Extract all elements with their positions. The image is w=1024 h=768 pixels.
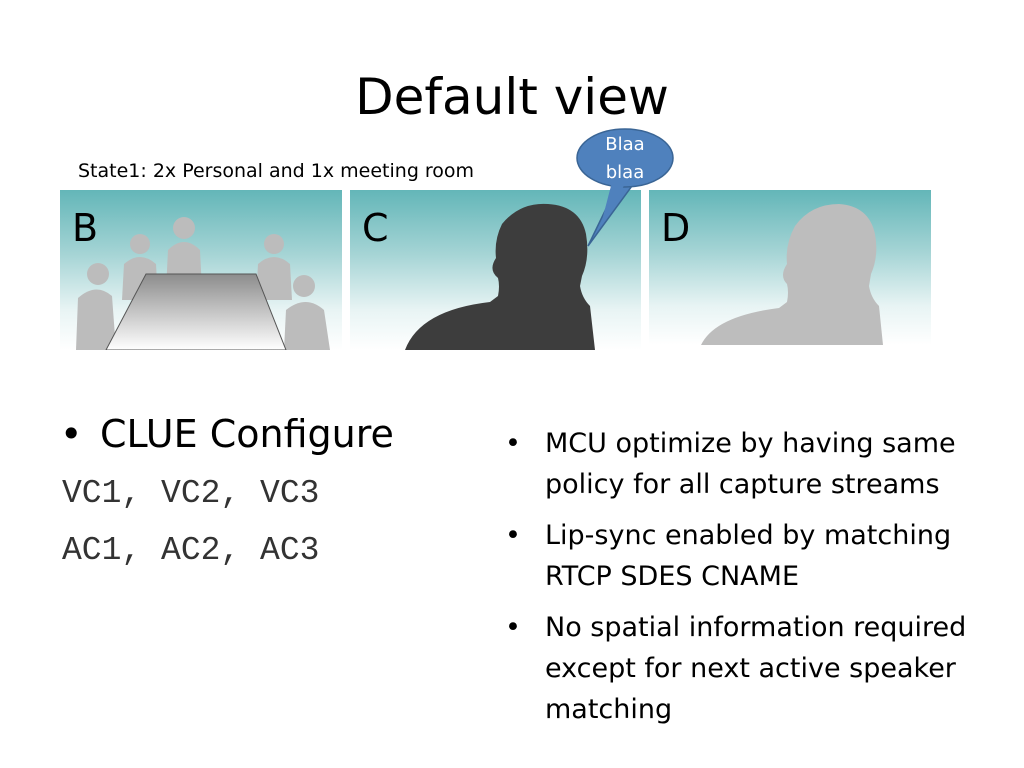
active-speaker-silhouette (405, 203, 595, 350)
bullet-glyph: • (505, 612, 521, 643)
list-item: • MCU optimize by having same policy for… (505, 423, 995, 505)
bullet-glyph: • (505, 520, 521, 551)
state-label: State1: 2x Personal and 1x meeting room (78, 160, 475, 182)
clue-configure-text: CLUE Configure (100, 412, 394, 456)
speech-bubble-text: Blaa blaa (578, 131, 672, 187)
list-item-text: MCU optimize by having same policy for a… (545, 428, 956, 500)
list-item-text: No spatial information required except f… (545, 612, 967, 725)
list-item-text: Lip-sync enabled by matching RTCP SDES C… (545, 520, 952, 592)
panel-d-label: D (661, 206, 691, 250)
list-item: • Lip-sync enabled by matching RTCP SDES… (505, 515, 995, 597)
participant-silhouette (701, 204, 883, 345)
speech-bubble (576, 128, 674, 247)
slide-title: Default view (355, 68, 669, 126)
list-item: • No spatial information required except… (505, 607, 995, 730)
bullet-glyph: • (60, 412, 83, 456)
meeting-room-image (76, 217, 330, 350)
right-bullet-list: • MCU optimize by having same policy for… (505, 423, 995, 740)
clue-configure-bullet: • CLUE Configure (60, 410, 394, 458)
video-panel-b: B (60, 190, 342, 350)
panel-c-label: C (362, 206, 389, 250)
speech-bubble-line2: blaa (605, 162, 645, 183)
speech-bubble-line1: Blaa (605, 134, 645, 155)
video-panel-c: C (350, 190, 641, 350)
video-capture-list: VC1, VC2, VC3 (62, 475, 320, 512)
video-panel-d: D (649, 190, 931, 345)
audio-capture-list: AC1, AC2, AC3 (62, 532, 320, 569)
panel-b-label: B (72, 206, 99, 250)
bullet-glyph: • (505, 428, 521, 459)
